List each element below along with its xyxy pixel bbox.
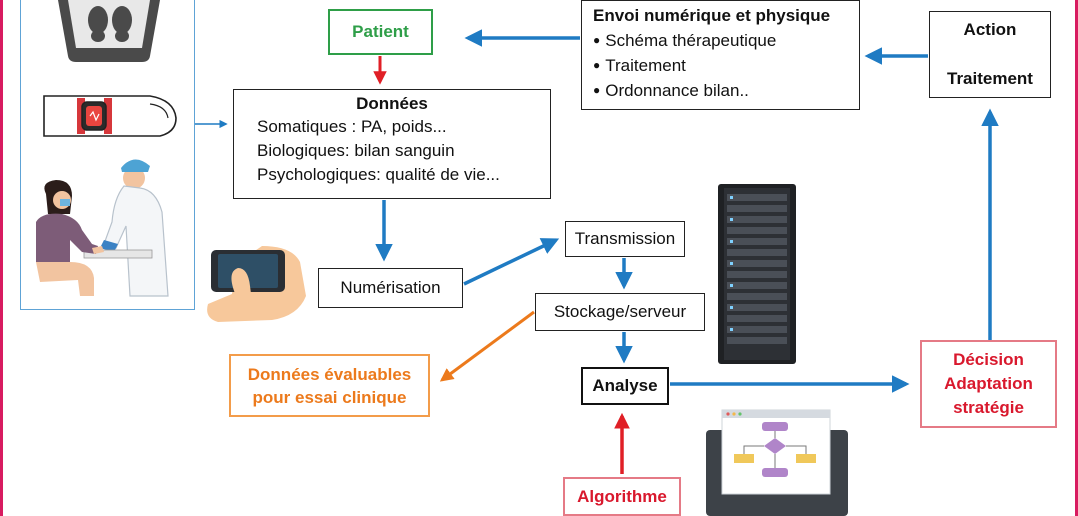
numerisation-box: Numérisation (318, 268, 463, 308)
action-box: Action Traitement (929, 11, 1051, 98)
action-traitement-label: Traitement (947, 69, 1033, 88)
server-rack-icon (718, 184, 796, 364)
decision-box: Décision Adaptation stratégie (920, 340, 1057, 428)
analyse-box: Analyse (581, 367, 669, 405)
smartwatch-icon (43, 95, 177, 137)
envoi-box: Envoi numérique et physique Schéma théra… (581, 0, 860, 110)
algorithme-label: Algorithme (577, 486, 667, 506)
algorithme-box: Algorithme (563, 477, 681, 516)
evaluables-line1: Données évaluables (247, 364, 412, 384)
decision-line3: stratégie (953, 398, 1024, 417)
analyse-label: Analyse (592, 376, 658, 395)
arrow-numerisation-to-transmission (463, 238, 560, 286)
envoi-item-ordonnance: Ordonnance bilan.. (593, 78, 859, 103)
action-label: Action (963, 20, 1017, 39)
stockage-label: Stockage/serveur (553, 302, 687, 321)
donnees-line-biologiques: Biologiques: bilan sanguin (257, 141, 455, 160)
envoi-item-schema: Schéma thérapeutique (593, 28, 859, 53)
donnees-box: Données Somatiques : PA, poids... Biolog… (233, 89, 551, 199)
donnees-title: Données (356, 94, 428, 113)
smartphone-hand-icon (207, 246, 306, 322)
envoi-title: Envoi numérique et physique (593, 6, 831, 25)
transmission-label: Transmission (574, 229, 676, 248)
patient-box: Patient (328, 9, 433, 55)
patient-label: Patient (352, 22, 409, 41)
decision-line2: Adaptation (944, 374, 1033, 393)
data-sources-panel (20, 0, 195, 310)
donnees-line-psychologiques: Psychologiques: qualité de vie... (257, 165, 500, 184)
transmission-box: Transmission (565, 221, 685, 257)
laptop-flowchart-icon (706, 409, 848, 516)
arrow-stockage-to-evaluables (439, 310, 535, 382)
frame-left-border (0, 0, 3, 516)
stockage-box: Stockage/serveur (535, 293, 705, 331)
blood-test-illustration (36, 159, 169, 297)
evaluables-line2: pour essai clinique (252, 387, 407, 407)
donnees-line-somatiques: Somatiques : PA, poids... (257, 117, 447, 136)
decision-line1: Décision (953, 350, 1024, 369)
envoi-item-traitement: Traitement (593, 53, 859, 78)
arrows (195, 29, 999, 474)
frame-right-border (1075, 0, 1078, 516)
numerisation-label: Numérisation (340, 278, 441, 297)
evaluables-box: Données évaluables pour essai clinique (229, 354, 430, 417)
scale-icon (58, 0, 160, 62)
